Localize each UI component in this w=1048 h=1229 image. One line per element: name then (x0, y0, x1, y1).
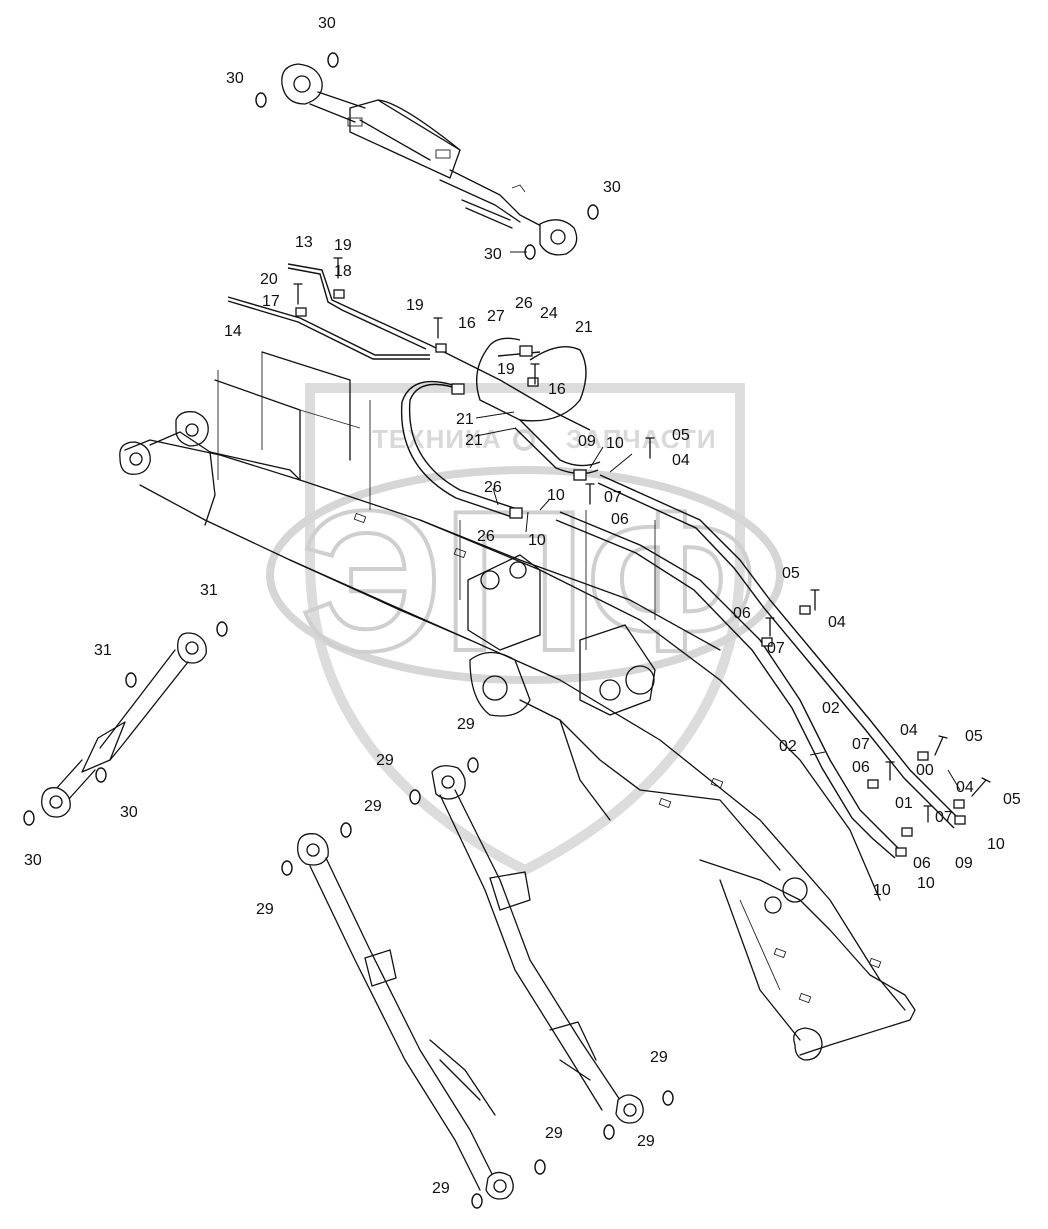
part-label: 10 (547, 487, 565, 504)
part-label: 21 (575, 319, 593, 336)
part-label: 07 (604, 489, 622, 506)
part-label: 10 (987, 836, 1005, 853)
part-label: 29 (637, 1133, 655, 1150)
part-label: 18 (334, 263, 352, 280)
part-label: 04 (828, 614, 846, 631)
part-label: 06 (611, 511, 629, 528)
part-label: 04 (900, 722, 918, 739)
part-label: 07 (852, 736, 870, 753)
part-label: 04 (672, 452, 690, 469)
part-label: 30 (226, 70, 244, 87)
part-label: 29 (364, 798, 382, 815)
part-label: 31 (94, 642, 112, 659)
part-label: 26 (477, 528, 495, 545)
part-label: 02 (822, 700, 840, 717)
part-label: 29 (256, 901, 274, 918)
watermark-right-text: ЗАПЧАСТИ (566, 424, 717, 454)
arm-cylinders-lower (297, 765, 644, 1200)
part-label: 06 (852, 759, 870, 776)
part-label: 04 (956, 779, 974, 796)
part-label: 07 (767, 640, 785, 657)
boom-pipes (555, 474, 966, 859)
bucket-cylinder-left (41, 632, 207, 818)
part-label: 01 (895, 795, 913, 812)
watermark: ЭПФ ТЕХНИКА ЗАПЧАСТИ (266, 383, 784, 876)
part-label: 29 (432, 1180, 450, 1197)
part-label: 10 (528, 532, 546, 549)
part-label: 05 (1003, 791, 1021, 808)
part-label: 13 (295, 234, 313, 251)
part-label: 10 (606, 435, 624, 452)
part-label: 30 (24, 852, 42, 869)
part-label: 19 (497, 361, 515, 378)
part-label: 29 (457, 716, 475, 733)
part-label: 06 (733, 605, 751, 622)
part-label: 29 (650, 1049, 668, 1066)
part-label: 06 (913, 855, 931, 872)
part-label: 27 (487, 308, 505, 325)
part-label: 30 (484, 246, 502, 263)
pipe-lines-upper (227, 263, 591, 431)
part-label: 05 (672, 427, 690, 444)
part-label: 30 (318, 15, 336, 32)
part-label: 26 (484, 479, 502, 496)
part-label: 09 (578, 433, 596, 450)
part-label: 19 (406, 297, 424, 314)
part-label: 29 (376, 752, 394, 769)
part-label: 10 (917, 875, 935, 892)
part-label: 02 (779, 738, 797, 755)
part-label: 30 (603, 179, 621, 196)
part-label: 10 (873, 882, 891, 899)
hose-loops (400, 337, 601, 519)
part-label: 29 (545, 1125, 563, 1142)
callout-labels: 30 30 30 30 13 19 18 20 17 14 19 16 27 2… (24, 15, 1021, 1197)
boom-frame (119, 351, 916, 1061)
part-label: 30 (120, 804, 138, 821)
part-label: 07 (935, 809, 953, 826)
part-label: 17 (262, 293, 280, 310)
part-label: 05 (965, 728, 983, 745)
part-label: 16 (458, 315, 476, 332)
part-label: 05 (782, 565, 800, 582)
bolts (293, 257, 991, 823)
part-label: 00 (916, 762, 934, 779)
o-rings (23, 52, 674, 1209)
gear-icon (513, 429, 535, 451)
callout-leaders (475, 251, 961, 791)
part-label: 20 (260, 271, 278, 288)
part-label: 16 (548, 381, 566, 398)
part-label: 19 (334, 237, 352, 254)
arm-cylinder-top (281, 63, 578, 256)
part-label: 31 (200, 582, 218, 599)
part-label: 21 (465, 432, 483, 449)
part-label: 24 (540, 305, 558, 322)
watermark-left-text: ТЕХНИКА (372, 424, 502, 454)
part-label: 09 (955, 855, 973, 872)
part-label: 14 (224, 323, 242, 340)
part-label: 21 (456, 411, 474, 428)
part-label: 26 (515, 295, 533, 312)
